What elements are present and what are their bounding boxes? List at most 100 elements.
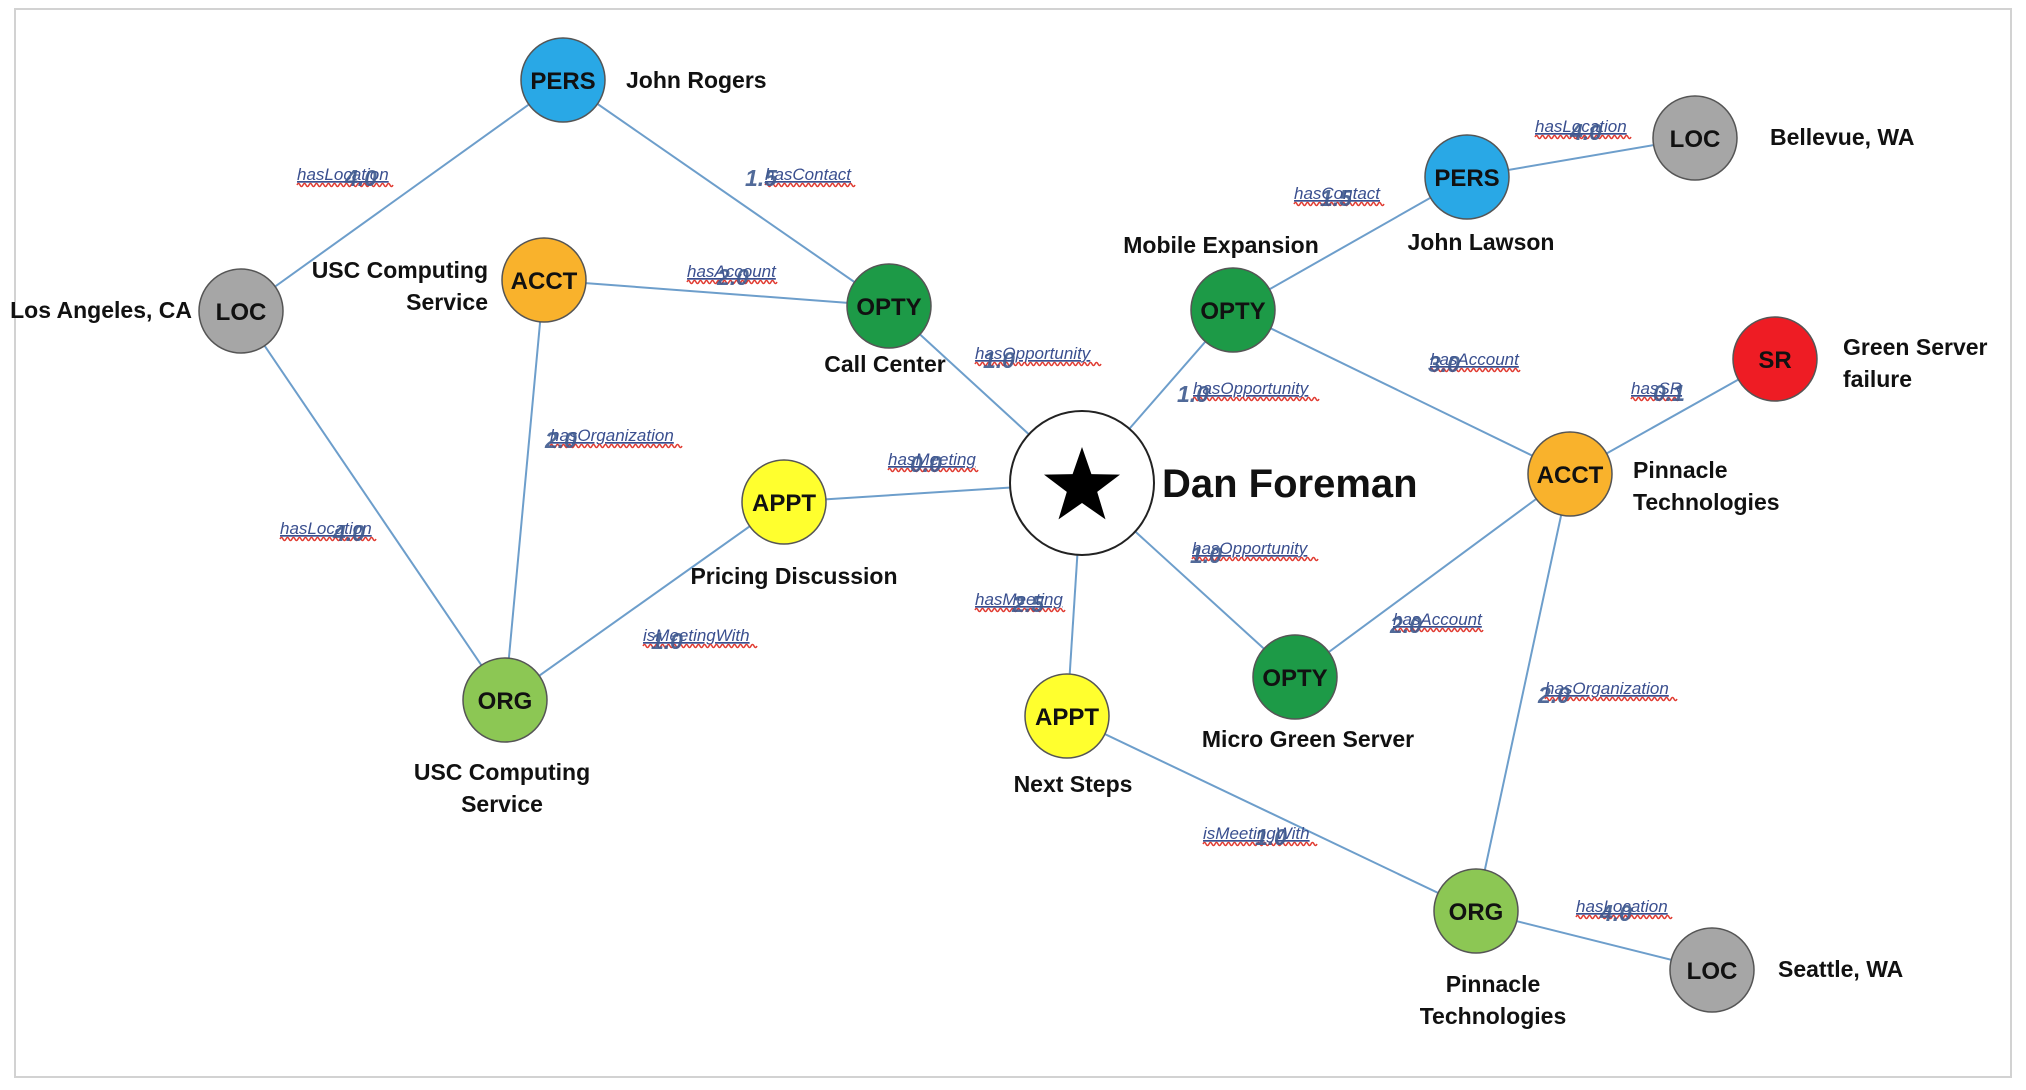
node-type-label: OPTY: [856, 294, 921, 321]
edge-hasaccount-2: [543, 279, 890, 307]
edge-weight: 1.5: [745, 165, 778, 191]
edge-weight: 3.0: [1428, 351, 1460, 377]
relation-label: hasAccount: [687, 262, 777, 281]
node-type-label: ORG: [478, 688, 533, 715]
edge-weight: 2.0: [1537, 682, 1570, 708]
edge-weight: 2.0: [544, 427, 577, 453]
node-name-label: Technologies: [1420, 1003, 1567, 1029]
node-name-label: Call Center: [824, 351, 945, 377]
relation-label: hasLocation: [297, 165, 389, 184]
node-name-label: Pinnacle: [1633, 457, 1728, 483]
edge-weight: 1.0: [983, 347, 1015, 373]
edge-haslocation-0: [240, 79, 564, 312]
node-name-label: Service: [461, 791, 543, 817]
node-circle: [741, 459, 827, 545]
node-name-label: Micro Green Server: [1202, 726, 1414, 752]
node-pers: PERS John Rogers: [520, 37, 767, 123]
relation-label: hasMeeting: [975, 590, 1063, 609]
node-circle: [1732, 316, 1818, 402]
edge-weight: 4.0: [1599, 900, 1632, 926]
relation-label: hasAccount: [1430, 350, 1520, 369]
node-name-label: Bellevue, WA: [1770, 124, 1914, 150]
node-name-label: John Rogers: [626, 67, 767, 93]
relation-label: hasOrganization: [550, 426, 674, 445]
node-name-label: Pinnacle: [1446, 971, 1541, 997]
node-name-label: Technologies: [1633, 489, 1780, 515]
edge-hasaccount-15: [1294, 473, 1571, 678]
node-type-label: ORG: [1449, 899, 1504, 926]
relation-label: hasLocation: [280, 519, 372, 538]
relation-label: hasMeeting: [888, 450, 976, 469]
relation-label: isMeetingWith: [643, 626, 750, 645]
node-type-label: OPTY: [1200, 298, 1265, 325]
spellcheck-squiggle: [1191, 556, 1319, 562]
node-type-label: PERS: [530, 68, 595, 95]
center-node: Dan Foreman: [1009, 410, 1418, 556]
node-name-label: Los Angeles, CA: [10, 297, 192, 323]
relation-label: hasAccount: [1393, 610, 1483, 629]
node-type-label: APPT: [1035, 704, 1099, 731]
node-circle: [520, 37, 606, 123]
relation-label: hasOpportunity: [1192, 539, 1309, 558]
spellcheck-squiggle: [642, 643, 758, 649]
edge-hasorganization-16: [1475, 473, 1571, 912]
node-type-label: APPT: [752, 490, 816, 517]
spellcheck-squiggle: [1392, 627, 1484, 633]
edge-weight: 1.0: [1255, 824, 1287, 850]
edge-weight: 1.0: [1190, 542, 1222, 568]
edge-weight: 0.1: [1653, 380, 1685, 406]
node-name-label: failure: [1843, 366, 1912, 392]
spellcheck-squiggle: [764, 182, 856, 188]
edge-hasaccount-13: [1232, 309, 1571, 475]
edge-weight: 1.0: [651, 628, 683, 654]
edge-weight: 1.0: [1177, 381, 1209, 407]
relation-label: hasContact: [765, 165, 852, 184]
node-name-label: USC Computing: [312, 257, 488, 283]
node-circle: [462, 657, 548, 743]
node-loc: LOC Bellevue, WA: [1652, 95, 1914, 181]
spellcheck-squiggle: [1575, 914, 1673, 920]
node-loc: LOC Los Angeles, CA: [10, 268, 284, 354]
node-name-label: John Lawson: [1408, 229, 1555, 255]
relation-label: hasOpportunity: [975, 344, 1092, 363]
node-type-label: LOC: [216, 299, 267, 326]
spellcheck-squiggle: [1192, 396, 1320, 402]
edge-hascontact-11: [1232, 176, 1468, 311]
edge-weight: 4.0: [344, 165, 377, 191]
node-circle: [1433, 868, 1519, 954]
star-icon: [1044, 447, 1120, 520]
edge-weight: 2.0: [716, 264, 749, 290]
spellcheck-squiggle: [1202, 841, 1318, 847]
node-opty: OPTY Call Center: [824, 263, 946, 377]
node-circle: [1527, 431, 1613, 517]
spellcheck-squiggle: [1293, 201, 1385, 207]
node-name-label: Seattle, WA: [1778, 956, 1903, 982]
edges-layer: [240, 79, 1776, 971]
node-type-label: LOC: [1670, 126, 1721, 153]
node-name-label: USC Computing: [414, 759, 590, 785]
node-circle: [1669, 927, 1755, 1013]
diagram-frame: [14, 8, 2012, 1078]
node-name-label: Green Server: [1843, 334, 1988, 360]
spellcheck-squiggle: [549, 443, 683, 449]
spellcheck-squiggle: [296, 182, 394, 188]
